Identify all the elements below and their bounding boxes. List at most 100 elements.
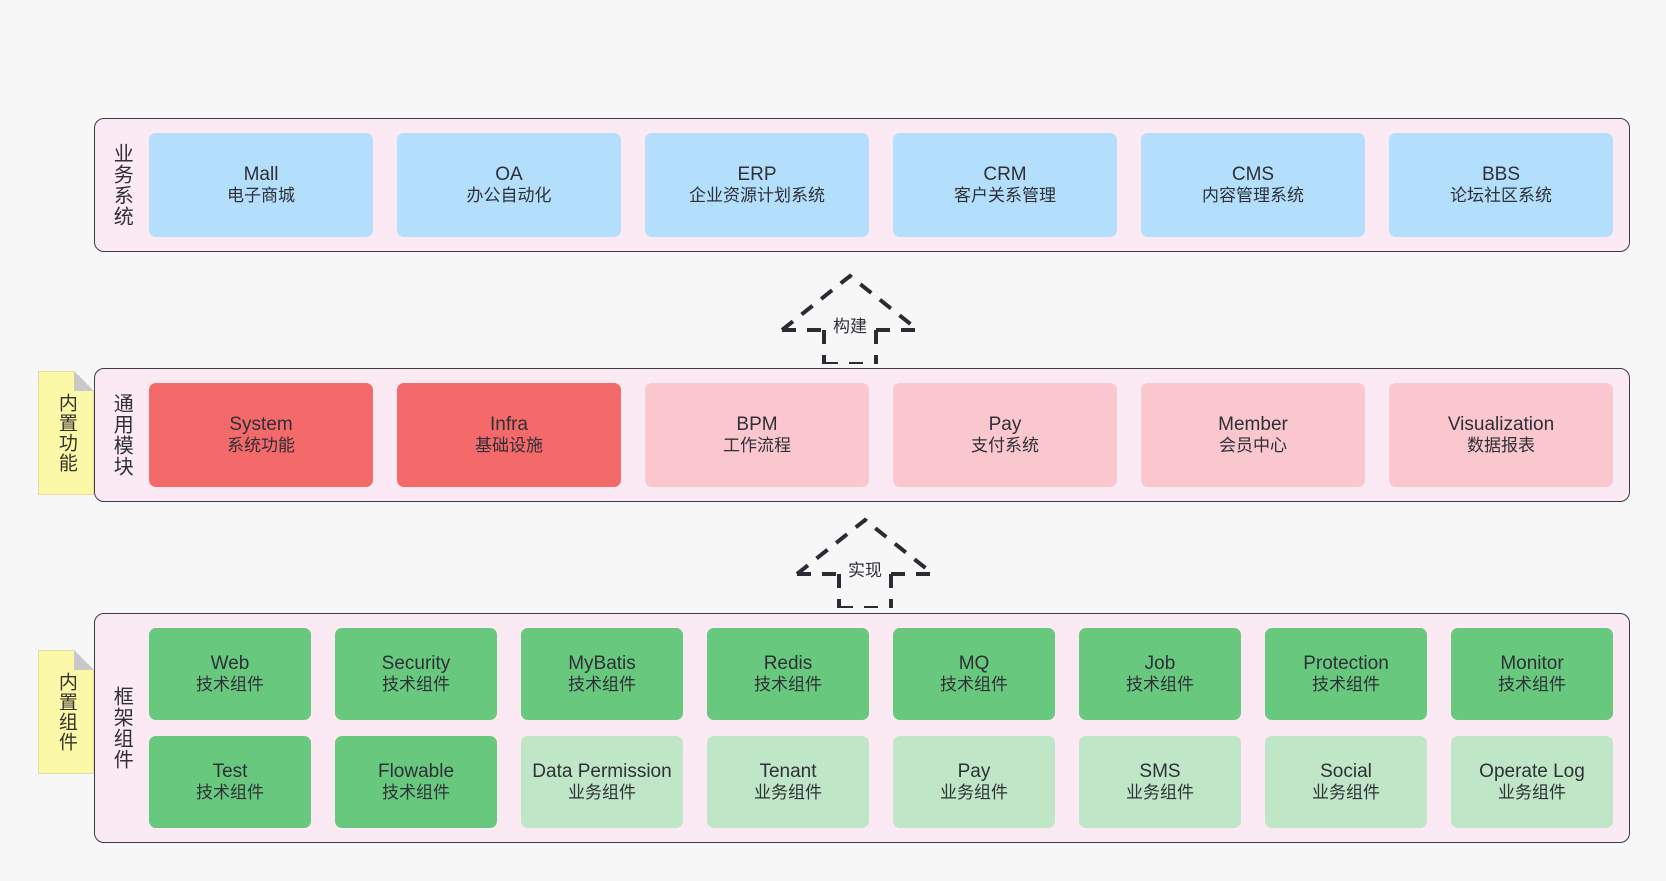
cell-subtitle: 客户关系管理 [954, 186, 1056, 206]
cell-subtitle: 企业资源计划系统 [689, 186, 825, 206]
cell-subtitle: 业务组件 [1498, 783, 1566, 803]
cell-title: MyBatis [568, 653, 636, 675]
cell-subtitle: 技术组件 [382, 783, 450, 803]
cell-title: Flowable [377, 761, 455, 783]
cell-title: CMS [1231, 164, 1275, 186]
connector-implement-shape [795, 517, 935, 608]
connector-build: 构建 [760, 268, 940, 364]
cell-title: Member [1218, 414, 1288, 436]
cell-subtitle: 技术组件 [382, 675, 450, 695]
cell-subtitle: 工作流程 [723, 436, 791, 456]
layer-framework-components-label: 框架组件 [110, 686, 133, 770]
cell-subtitle: 技术组件 [754, 675, 822, 695]
cell-title: Data Permission [532, 761, 672, 783]
note-builtin-components-label: 内置组件 [55, 672, 77, 752]
connector-build-shape [780, 273, 920, 364]
cell-title: Social [1320, 761, 1372, 783]
cell-title: Security [381, 653, 451, 675]
cell-title: SMS [1139, 761, 1181, 783]
cell-title: ERP [737, 164, 777, 186]
cell-subtitle: 业务组件 [754, 783, 822, 803]
cell-subtitle: 技术组件 [1312, 675, 1380, 695]
cell-subtitle: 论坛社区系统 [1450, 186, 1552, 206]
layer-common-modules-label: 通用模块 [110, 393, 133, 477]
note-builtin-components: 内置组件 [38, 650, 94, 774]
connector-implement-label: 实现 [848, 561, 882, 580]
cell-subtitle: 数据报表 [1467, 436, 1535, 456]
cell-subtitle: 技术组件 [196, 675, 264, 695]
cell-title: Pay [957, 761, 991, 783]
cell-title: Protection [1303, 653, 1389, 675]
cell-title: MQ [958, 653, 990, 675]
cell-title: Infra [489, 414, 529, 436]
cell-title: Monitor [1500, 653, 1564, 675]
cell-subtitle: 技术组件 [940, 675, 1008, 695]
cell-title: Pay [988, 414, 1022, 436]
cell-title: BBS [1481, 164, 1521, 186]
cell-title: BPM [736, 414, 778, 436]
cell-title: Web [210, 653, 250, 675]
cell-subtitle: 系统功能 [227, 436, 295, 456]
cell-title: Test [212, 761, 248, 783]
cell-subtitle: 业务组件 [1126, 783, 1194, 803]
note-builtin-features: 内置功能 [38, 371, 94, 495]
cell-subtitle: 电子商城 [227, 186, 295, 206]
cell-subtitle: 技术组件 [196, 783, 264, 803]
cell-title: System [229, 414, 293, 436]
cell-subtitle: 业务组件 [568, 783, 636, 803]
note-builtin-features-label: 内置功能 [55, 393, 77, 473]
cell-title: CRM [983, 164, 1027, 186]
cell-title: Job [1144, 653, 1176, 675]
cell-subtitle: 技术组件 [568, 675, 636, 695]
layer-business-systems-label: 业务系统 [110, 143, 133, 227]
cell-subtitle: 内容管理系统 [1202, 186, 1304, 206]
cell-subtitle: 业务组件 [1312, 783, 1380, 803]
cell-title: Mall [243, 164, 279, 186]
cell-subtitle: 会员中心 [1219, 436, 1287, 456]
cell-subtitle: 业务组件 [940, 783, 1008, 803]
cell-title: Redis [763, 653, 813, 675]
cell-title: Visualization [1447, 414, 1555, 436]
connector-implement: 实现 [775, 512, 955, 608]
connector-build-label: 构建 [833, 317, 867, 336]
